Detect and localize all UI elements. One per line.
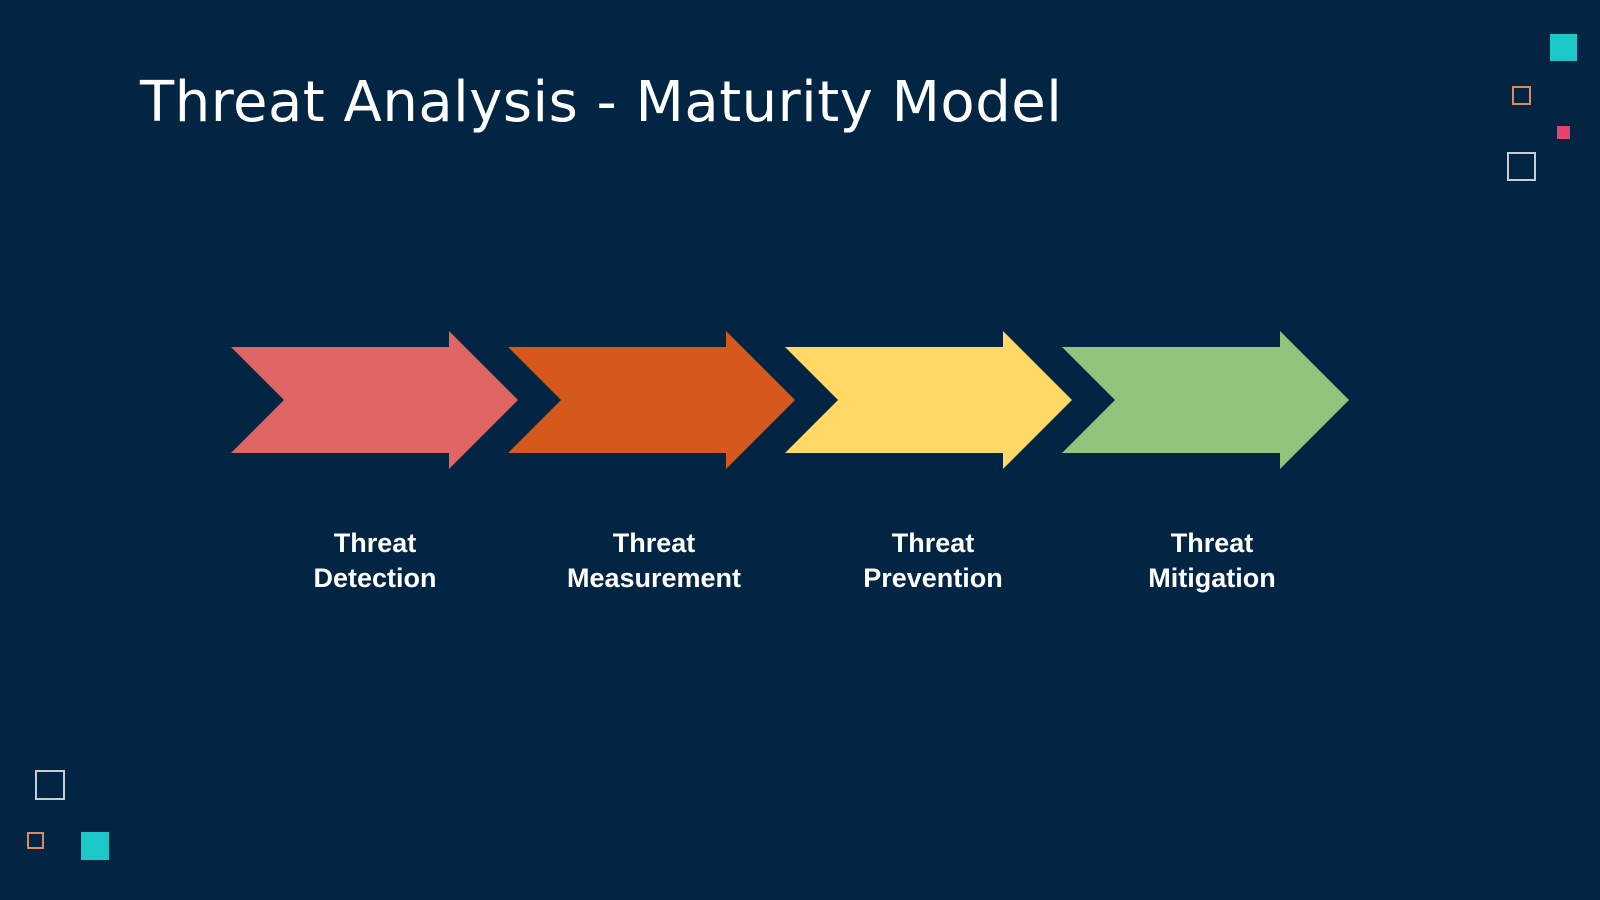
stage-arrow-threat-mitigation xyxy=(1062,331,1349,469)
stage-label-line: Threat xyxy=(1170,528,1254,558)
stage-label-threat-prevention: Threat Prevention xyxy=(823,526,1043,596)
stage-arrow-threat-measurement xyxy=(508,331,795,469)
slide-title: Threat Analysis - Maturity Model xyxy=(140,70,1063,135)
teal-square-icon xyxy=(81,832,109,860)
orange-outline-square-icon xyxy=(1512,86,1531,105)
stage-label-line: Threat xyxy=(891,528,975,558)
stage-label-threat-measurement: Threat Measurement xyxy=(544,526,764,596)
stage-label-threat-mitigation: Threat Mitigation xyxy=(1102,526,1322,596)
gray-outline-square-icon xyxy=(35,770,65,800)
pink-square-icon xyxy=(1557,126,1570,139)
stage-label-line: Mitigation xyxy=(1148,563,1276,593)
stage-arrow-threat-prevention xyxy=(785,331,1072,469)
stage-label-line: Prevention xyxy=(863,563,1003,593)
stage-label-threat-detection: Threat Detection xyxy=(265,526,485,596)
gray-outline-square-icon xyxy=(1507,152,1536,181)
stage-label-line: Threat xyxy=(612,528,696,558)
stage-arrow-threat-detection xyxy=(231,331,518,469)
orange-outline-square-icon xyxy=(27,832,44,849)
stage-label-line: Detection xyxy=(313,563,437,593)
teal-square-icon xyxy=(1550,34,1577,61)
stage-label-line: Threat xyxy=(333,528,417,558)
stage-label-line: Measurement xyxy=(566,563,742,593)
